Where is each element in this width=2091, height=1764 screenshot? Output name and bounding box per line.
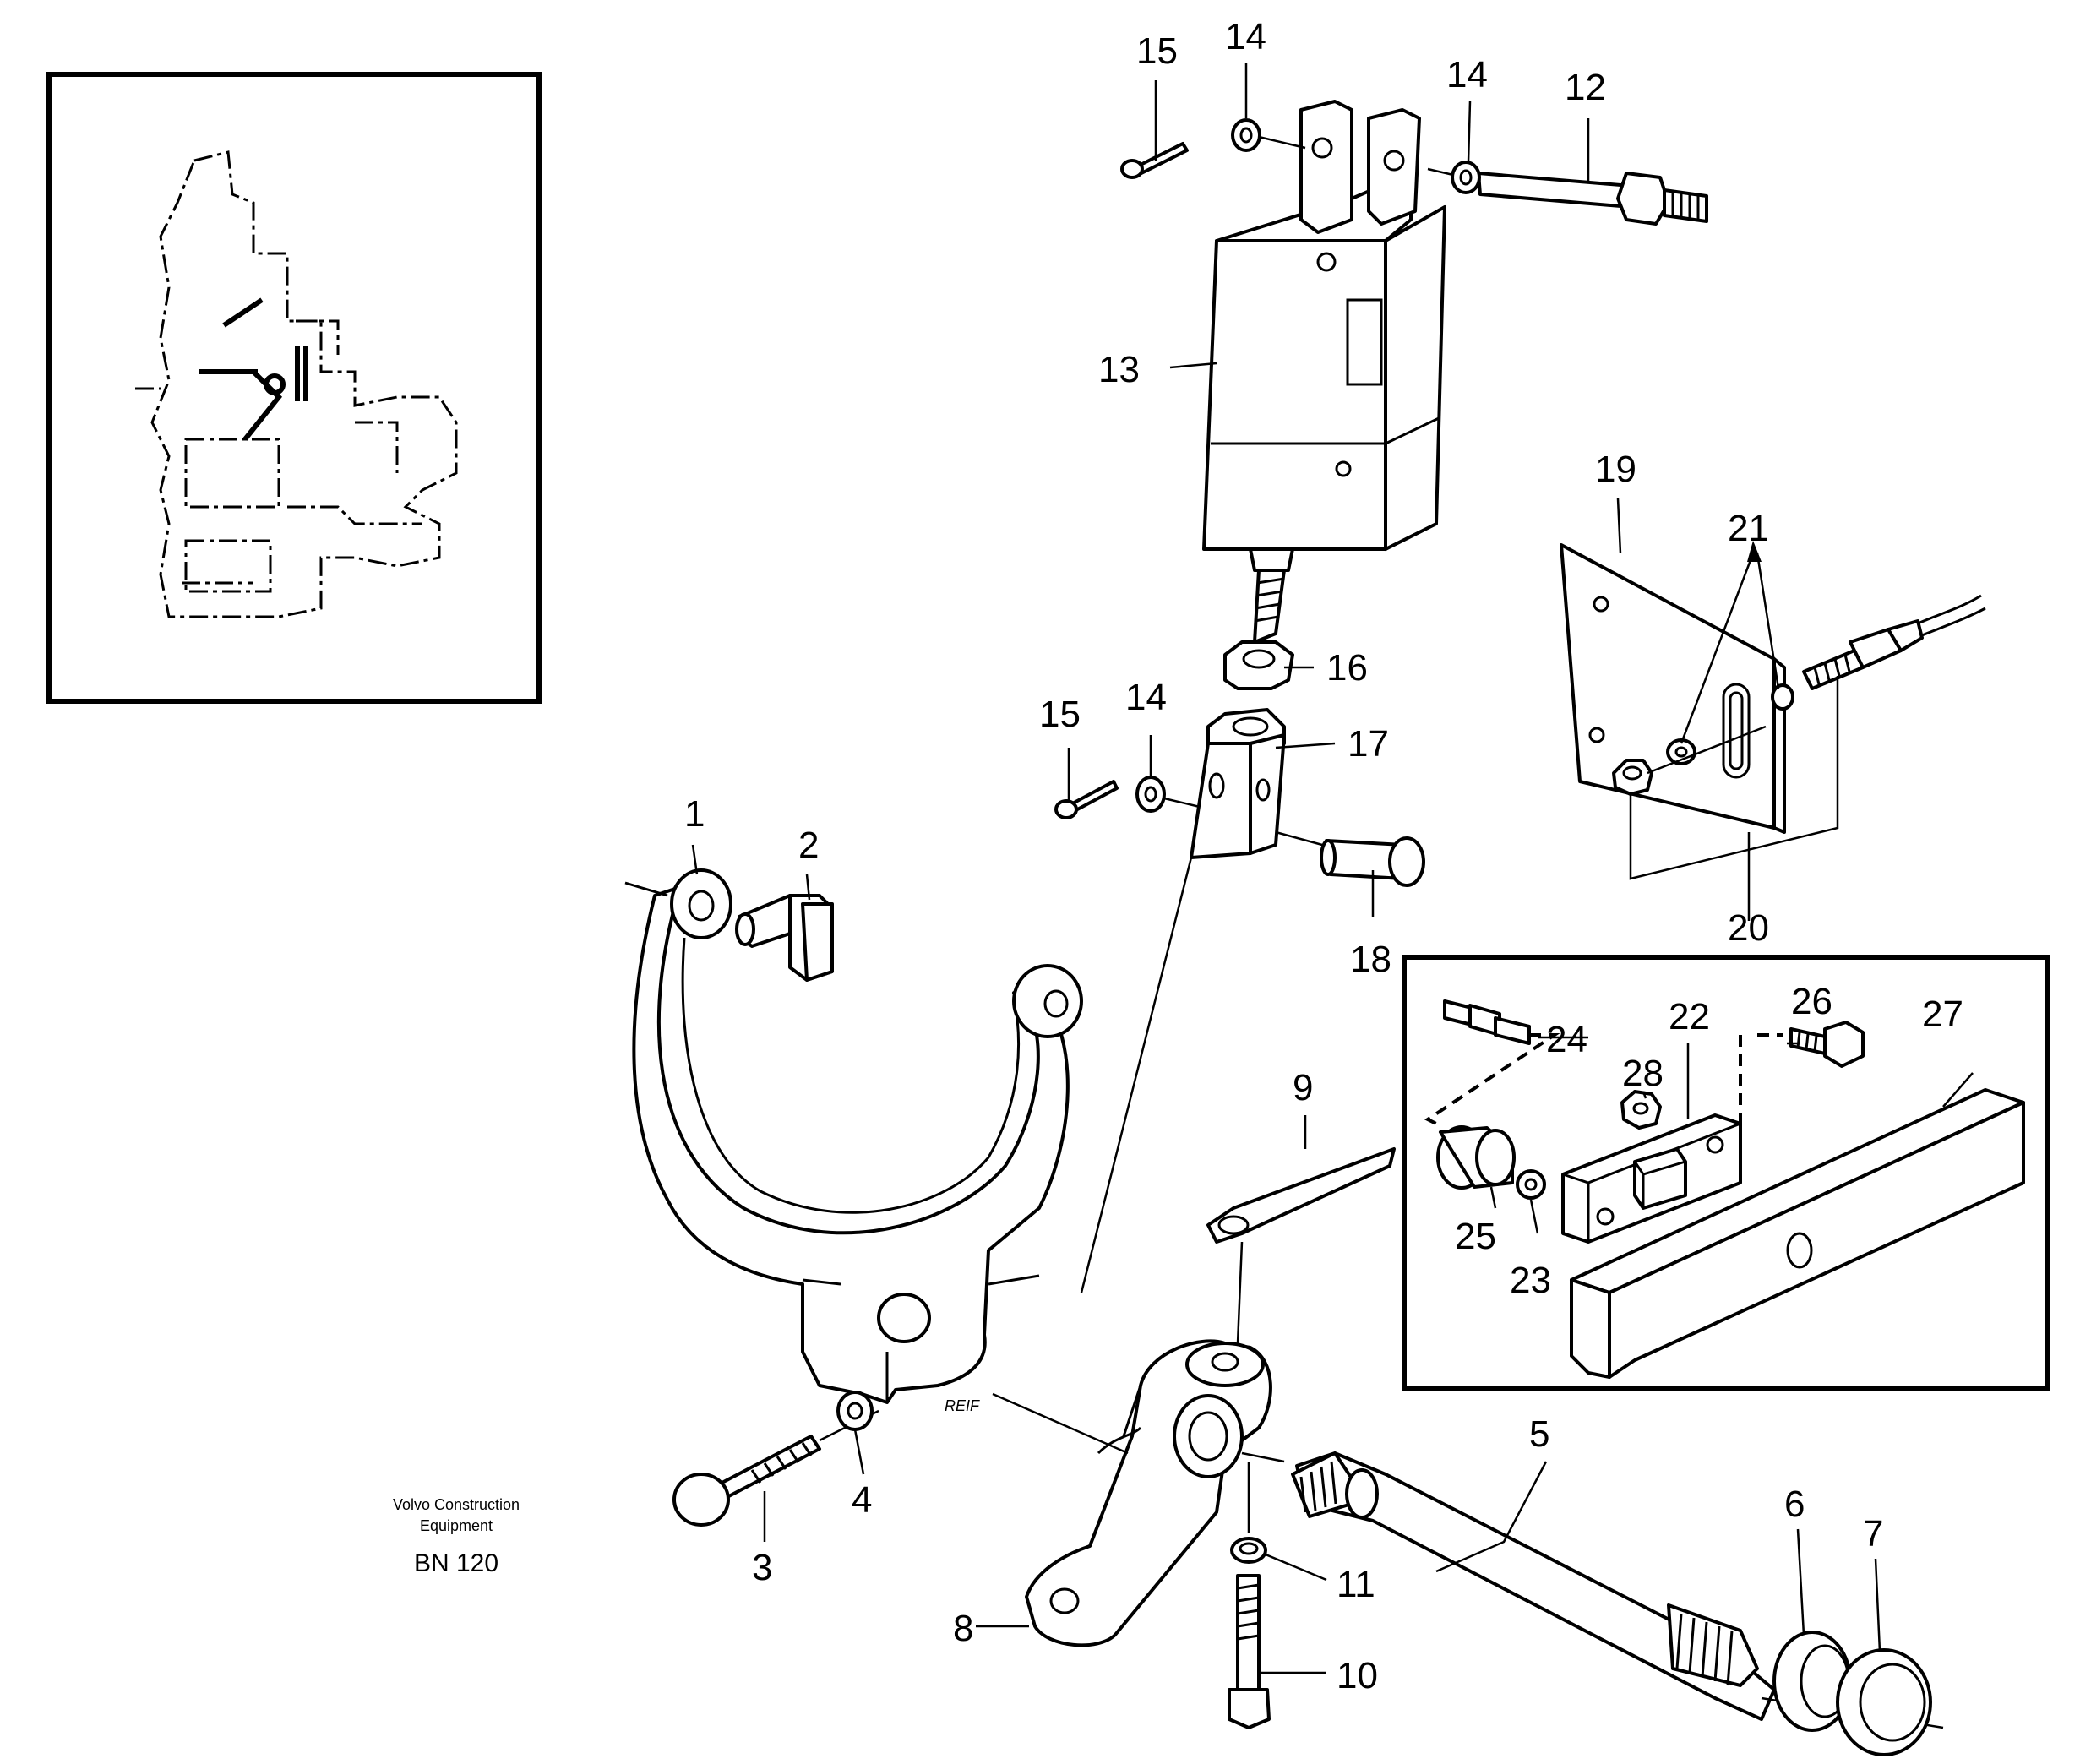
washer-14-mid — [1135, 776, 1201, 813]
bracket-19 — [1560, 543, 1786, 834]
callout-21: 21 — [1728, 508, 1769, 549]
callout-2: 2 — [798, 825, 819, 866]
callout-12: 12 — [1565, 67, 1606, 108]
cotter-pin-15-top — [1120, 142, 1189, 179]
pin-18 — [1275, 830, 1425, 887]
callout-1: 1 — [684, 793, 705, 835]
callout-6: 6 — [1784, 1484, 1805, 1525]
callout-28: 28 — [1622, 1053, 1664, 1094]
cotter-pin-15-mid — [1054, 780, 1119, 819]
callout-14-top-right: 14 — [1446, 54, 1488, 95]
callout-leaders — [691, 63, 1881, 1674]
callout-3: 3 — [752, 1547, 772, 1588]
nut-16 — [1223, 640, 1294, 690]
callout-26: 26 — [1791, 981, 1832, 1022]
callout-10: 10 — [1337, 1655, 1378, 1696]
callout-27: 27 — [1922, 994, 1963, 1035]
callout-20: 20 — [1728, 907, 1769, 949]
callout-15-top: 15 — [1136, 30, 1178, 72]
washer-4 — [836, 1391, 874, 1431]
lever-8 — [992, 1339, 1272, 1647]
shaft-5 — [1241, 1451, 1944, 1729]
callout-22: 22 — [1669, 996, 1710, 1037]
credit-line-2: Equipment — [420, 1517, 493, 1534]
shoe-2 — [735, 894, 834, 982]
callout-17: 17 — [1348, 723, 1389, 765]
actuator-13 — [1202, 100, 1446, 644]
callout-23: 23 — [1510, 1260, 1551, 1301]
ring-7 — [1836, 1648, 1932, 1756]
callout-19: 19 — [1595, 449, 1636, 490]
sensor-20 — [1612, 594, 1986, 880]
bolt-10 — [1228, 1462, 1271, 1729]
callout-14-top-left: 14 — [1225, 16, 1266, 57]
callout-14-mid: 14 — [1125, 677, 1167, 718]
credit-line-1: Volvo Construction — [393, 1496, 520, 1513]
callout-7: 7 — [1863, 1513, 1883, 1554]
callout-5: 5 — [1529, 1413, 1549, 1455]
leaders-21 — [1680, 541, 1780, 744]
pin-12 — [1477, 172, 1708, 226]
washer-11 — [1230, 1537, 1267, 1564]
callout-8: 8 — [953, 1608, 973, 1649]
shift-fork-1: REIF — [624, 868, 1083, 1414]
callout-18: 18 — [1350, 939, 1391, 980]
callout-15-mid: 15 — [1039, 694, 1081, 735]
callout-24: 24 — [1546, 1019, 1587, 1060]
sensor-kit-inset — [1402, 955, 2050, 1391]
clevis-17 — [1080, 708, 1286, 1293]
pointer-9 — [1206, 1147, 1396, 1344]
callout-4: 4 — [852, 1479, 872, 1521]
callout-13: 13 — [1098, 349, 1140, 390]
callout-numbers: 15 14 14 12 13 16 17 18 15 14 19 21 20 1… — [684, 16, 1963, 1696]
locator-inset — [46, 72, 542, 704]
document-code: BN 120 — [414, 1549, 498, 1577]
washers-14-top — [1231, 118, 1481, 194]
publisher-credit: Volvo Construction Equipment BN 120 — [393, 1496, 520, 1577]
callout-11: 11 — [1337, 1564, 1375, 1605]
callout-25: 25 — [1455, 1216, 1496, 1257]
callout-9: 9 — [1293, 1067, 1313, 1108]
callout-16: 16 — [1326, 647, 1368, 689]
fork-stamp: REIF — [945, 1397, 980, 1414]
